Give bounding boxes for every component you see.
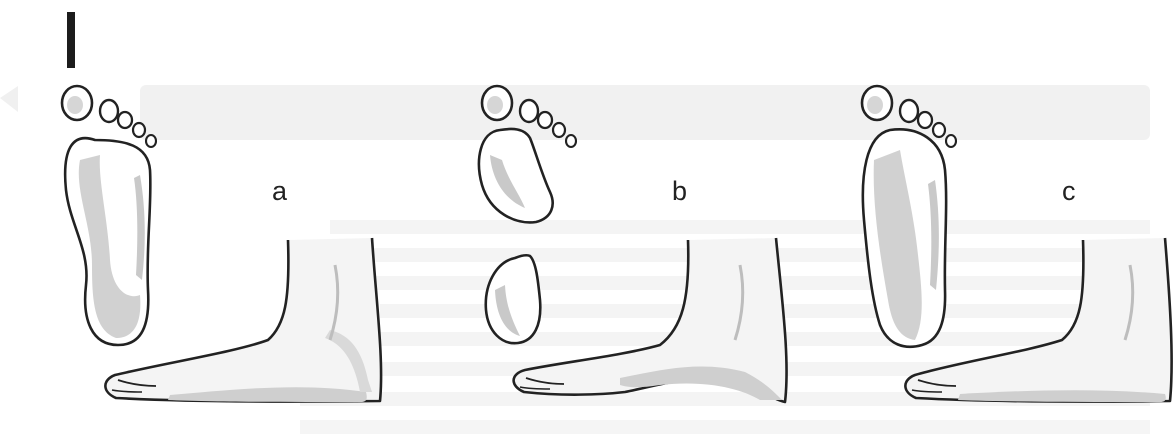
panel-c: [862, 86, 1172, 402]
panel-label-b: b: [672, 178, 687, 205]
panel-a: [62, 86, 381, 402]
footprint-c-sole: [863, 129, 946, 346]
footprint-a-toes: [62, 86, 156, 147]
side-view-foot-b: [514, 238, 787, 402]
footprint-b-heel: [486, 255, 541, 343]
panel-b: [479, 86, 787, 402]
corner-bar: [67, 12, 75, 68]
footprint-a-sole: [65, 138, 150, 345]
footprint-b-forefoot: [479, 129, 553, 222]
panel-label-c: c: [1062, 178, 1076, 205]
panel-label-a: a: [272, 178, 287, 205]
